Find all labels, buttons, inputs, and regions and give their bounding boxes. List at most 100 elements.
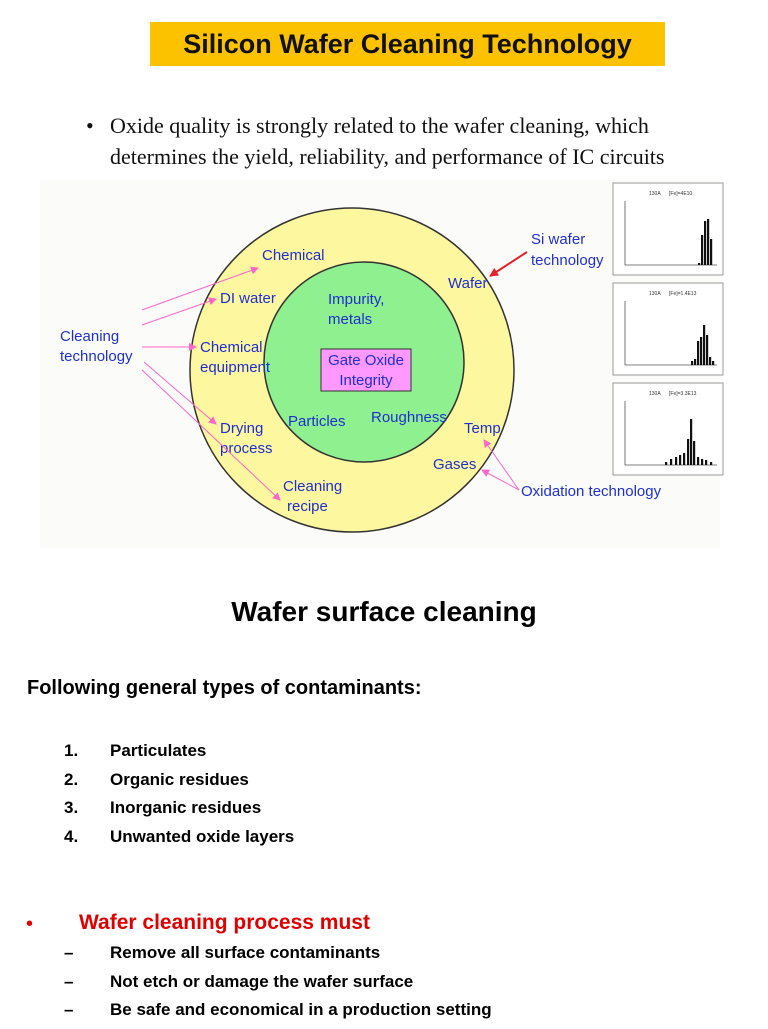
si-wafer-technology-label: technology	[531, 252, 604, 269]
list-text: Not etch or damage the wafer surface	[110, 971, 414, 991]
thumbnail-title: [Fe]=1.4E13	[669, 291, 697, 297]
thumbnail-axis	[624, 401, 717, 466]
thumbnail-bar	[690, 419, 693, 465]
outer-item-gases: Gases	[433, 456, 476, 473]
arrow-to-wafer	[489, 251, 528, 277]
dash-icon: –	[64, 943, 74, 962]
contaminants-subheading: Following general types of contaminants:	[27, 677, 422, 699]
histogram-thumbnail: 130A [Fe]=1.4E13	[612, 282, 724, 376]
list-number: 3.	[64, 798, 79, 817]
bullet-icon: •	[26, 913, 34, 935]
arrow-to-temp	[483, 439, 520, 491]
cleaning-technology-label: Cleaning	[60, 328, 119, 345]
thumbnail-bar	[693, 441, 696, 465]
list-item: 3. Inorganic residues	[64, 798, 294, 827]
outer-item-drying-process: process	[220, 440, 273, 457]
requirements-heading: Wafer cleaning process must	[79, 911, 370, 934]
outer-item-cleaning-recipe: Cleaning	[283, 478, 342, 495]
list-text: Unwanted oxide layers	[110, 826, 295, 846]
arrow-to-gases	[481, 469, 520, 491]
list-item: – Remove all surface contaminants	[64, 943, 492, 972]
thumbnail-bar	[687, 439, 690, 465]
list-number: 2.	[64, 769, 79, 789]
list-text: Be safe and economical in a production s…	[110, 1000, 492, 1019]
list-item: – Be safe and economical in a production …	[64, 1000, 492, 1029]
si-wafer-technology-label: Si wafer	[531, 231, 585, 248]
thumbnail-frame	[612, 182, 724, 276]
thumbnail-bar	[697, 341, 700, 365]
thumbnail-title: 130A	[649, 191, 661, 197]
center-label: Integrity	[339, 372, 393, 389]
thumbnail-bar	[703, 325, 706, 365]
arrow-to-drying	[143, 361, 217, 425]
outer-item-di-water: DI water	[220, 290, 276, 307]
thumbnail-bar	[707, 219, 710, 265]
list-item: 4. Unwanted oxide layers	[64, 827, 294, 856]
thumbnail-bar	[705, 460, 708, 465]
list-text: Remove all surface contaminants	[110, 943, 381, 962]
requirement-list: – Remove all surface contaminants – Not et…	[64, 943, 492, 1029]
dash-icon: –	[64, 1000, 74, 1019]
cleaning-technology-label: technology	[60, 348, 133, 365]
inner-item-impurity: metals	[328, 311, 372, 328]
title-banner: Silicon Wafer Cleaning Technology	[150, 22, 665, 66]
arrow-to-di-water	[141, 297, 217, 326]
inner-item-impurity: Impurity,	[328, 291, 384, 308]
contaminant-list: 1. Particulates 2. Organic residues 3. Inor…	[64, 741, 294, 855]
histogram-thumbnails: 130A [Fe]=4E10 130A [Fe]=1.4E13 130A [Fe]=3.3…	[612, 182, 724, 476]
outer-item-chemical-equipment: equipment	[200, 359, 271, 376]
outer-item-cleaning-recipe: recipe	[287, 498, 328, 515]
thumbnail-bar	[691, 361, 694, 365]
thumbnail-bar	[698, 263, 701, 265]
thumbnail-bar	[700, 337, 703, 365]
thumbnail-axis	[624, 301, 717, 366]
center-label: Gate Oxide	[328, 352, 404, 369]
list-text: Particulates	[110, 741, 207, 760]
thumbnail-bar	[697, 457, 700, 465]
thumbnail-bar	[701, 459, 704, 465]
section-heading: Wafer surface cleaning	[231, 596, 537, 627]
histogram-thumbnail: 130A [Fe]=4E10	[612, 182, 724, 276]
list-item: 2. Organic residues	[64, 770, 294, 799]
bullet-icon: •	[86, 113, 94, 138]
inner-item-roughness: Roughness	[371, 409, 447, 426]
thumbnail-bar	[670, 459, 673, 465]
thumbnail-title: [Fe]=3.3E13	[669, 391, 697, 397]
thumbnail-bar	[665, 462, 668, 465]
outer-item-temp: Temp	[464, 420, 501, 437]
thumbnail-bar	[683, 453, 686, 465]
outer-item-wafer: Wafer	[448, 275, 487, 292]
thumbnail-title: 130A	[649, 291, 661, 297]
thumbnail-bar	[712, 361, 715, 365]
dash-icon: –	[64, 971, 74, 991]
arrow-to-recipe	[141, 369, 281, 501]
page-title: Silicon Wafer Cleaning Technology	[183, 28, 632, 59]
inner-item-particles: Particles	[288, 413, 346, 430]
list-item: 1. Particulates	[64, 741, 294, 770]
list-number: 1.	[64, 741, 79, 760]
list-item: – Not etch or damage the wafer surface	[64, 972, 492, 1001]
thumbnail-bar	[709, 357, 712, 365]
outer-item-drying-process: Drying	[220, 420, 263, 437]
thumbnail-title: 130A	[649, 391, 661, 397]
gate-oxide-diagram: Gate Oxide Integrity Impurity, metals Pa…	[40, 180, 724, 548]
oxidation-technology-label: Oxidation technology	[521, 483, 662, 500]
intro-paragraph: • Oxide quality is strongly related to t…	[86, 110, 706, 172]
list-text: Organic residues	[110, 769, 249, 789]
thumbnail-bar	[704, 221, 707, 265]
list-text: Inorganic residues	[110, 798, 262, 817]
list-number: 4.	[64, 826, 79, 846]
thumbnail-bar	[675, 457, 678, 465]
thumbnail-bar	[710, 239, 713, 265]
thumbnail-title: [Fe]=4E10	[669, 191, 692, 197]
thumbnail-bar	[679, 455, 682, 465]
thumbnail-frame	[612, 382, 724, 476]
arrow-to-chemical	[141, 266, 259, 311]
thumbnail-bar	[706, 335, 709, 365]
thumbnail-bar	[710, 462, 713, 465]
thumbnail-axis	[624, 201, 717, 266]
center-box	[320, 348, 412, 392]
intro-text: Oxide quality is strongly related to the…	[110, 113, 665, 169]
thumbnail-bar	[694, 359, 697, 365]
thumbnail-bar	[701, 235, 704, 265]
